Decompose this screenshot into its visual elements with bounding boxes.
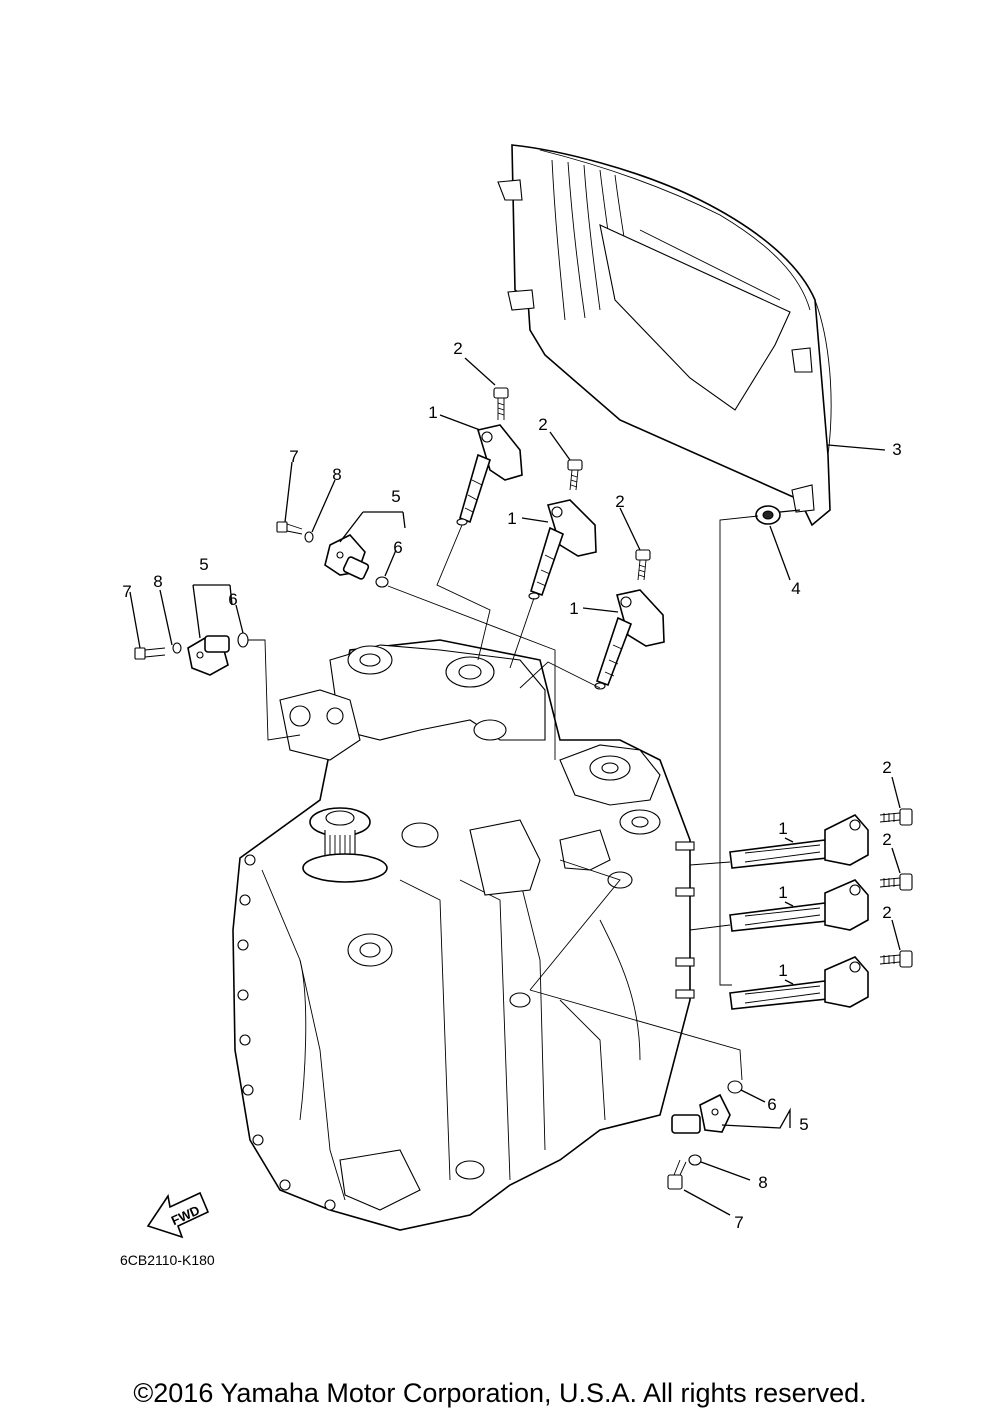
callout-6-a: 6	[393, 538, 402, 557]
callout-1-low: 1	[569, 599, 578, 618]
oring-sensor-b[interactable]	[237, 632, 249, 648]
grommet-part-4[interactable]	[755, 505, 801, 525]
callout-1-mid: 1	[507, 509, 516, 528]
ignition-coil-top-a[interactable]	[456, 424, 523, 526]
washer-sensor-a[interactable]	[304, 531, 314, 543]
bolt-sensor-c[interactable]	[667, 1159, 687, 1190]
ignition-coil-side-a[interactable]	[729, 814, 869, 869]
callout-5-b: 5	[199, 555, 208, 574]
bolt-side-a[interactable]	[879, 808, 913, 826]
left-plate-holes	[237, 854, 336, 1211]
washer-sensor-b[interactable]	[172, 642, 182, 654]
callout-2-mid: 2	[538, 415, 547, 434]
callout-8-b: 8	[153, 572, 162, 591]
callout-6-b: 6	[228, 590, 237, 609]
callout-6-c: 6	[767, 1095, 776, 1114]
callout-4: 4	[791, 579, 800, 598]
callout-2-side-b: 2	[882, 830, 891, 849]
bolt-top-a[interactable]	[493, 387, 509, 420]
callout-7-a: 7	[289, 447, 298, 466]
sensor-part-5-c[interactable]	[671, 1093, 731, 1134]
sensor-part-5-a[interactable]	[324, 534, 370, 580]
sensor-part-5-b[interactable]	[187, 635, 230, 676]
bolt-sensor-b[interactable]	[134, 647, 166, 660]
callout-5-a: 5	[391, 487, 400, 506]
callout-2-top: 2	[453, 339, 462, 358]
fwd-arrow-icon: FWD	[146, 1191, 210, 1239]
callout-2-right-coil: 2	[615, 492, 624, 511]
callout-7-c: 7	[734, 1213, 743, 1232]
engine-cover-part-3[interactable]	[497, 144, 832, 527]
bolt-side-b[interactable]	[879, 873, 913, 891]
callout-8-c: 8	[758, 1173, 767, 1192]
copyright-notice: ©2016 Yamaha Motor Corporation, U.S.A. A…	[133, 1378, 867, 1408]
bolt-top-b[interactable]	[567, 459, 583, 491]
callout-2-side-a: 2	[882, 758, 891, 777]
oring-sensor-a[interactable]	[375, 576, 389, 588]
ignition-coil-top-c[interactable]	[594, 589, 665, 690]
callout-1-side-c: 1	[778, 961, 787, 980]
callout-7-b: 7	[122, 582, 131, 601]
ignition-coil-side-b[interactable]	[729, 879, 869, 932]
callout-2-side-c: 2	[882, 903, 891, 922]
leader-lines	[129, 357, 901, 1216]
bolt-sensor-a[interactable]	[276, 521, 303, 535]
figure-code: 6CB2110-K180	[120, 1252, 215, 1268]
callout-3: 3	[892, 440, 901, 459]
bolt-top-c[interactable]	[635, 549, 651, 581]
oring-sensor-c[interactable]	[727, 1080, 743, 1094]
callout-1-side-b: 1	[778, 883, 787, 902]
engine-block	[232, 639, 695, 1231]
callout-8-a: 8	[332, 465, 341, 484]
ignition-coil-top-b[interactable]	[528, 499, 597, 600]
callout-1-top: 1	[428, 403, 437, 422]
callout-5-c: 5	[799, 1115, 808, 1134]
ignition-coil-side-c[interactable]	[729, 956, 869, 1010]
callout-1-side-a: 1	[778, 819, 787, 838]
callout-labels: 2 1 2 3 7 8 5 6 1 2 4 7 8 5 6 1 2 1 2 1 …	[122, 339, 901, 1232]
washer-sensor-c[interactable]	[688, 1154, 702, 1166]
bolt-side-c[interactable]	[879, 950, 913, 968]
